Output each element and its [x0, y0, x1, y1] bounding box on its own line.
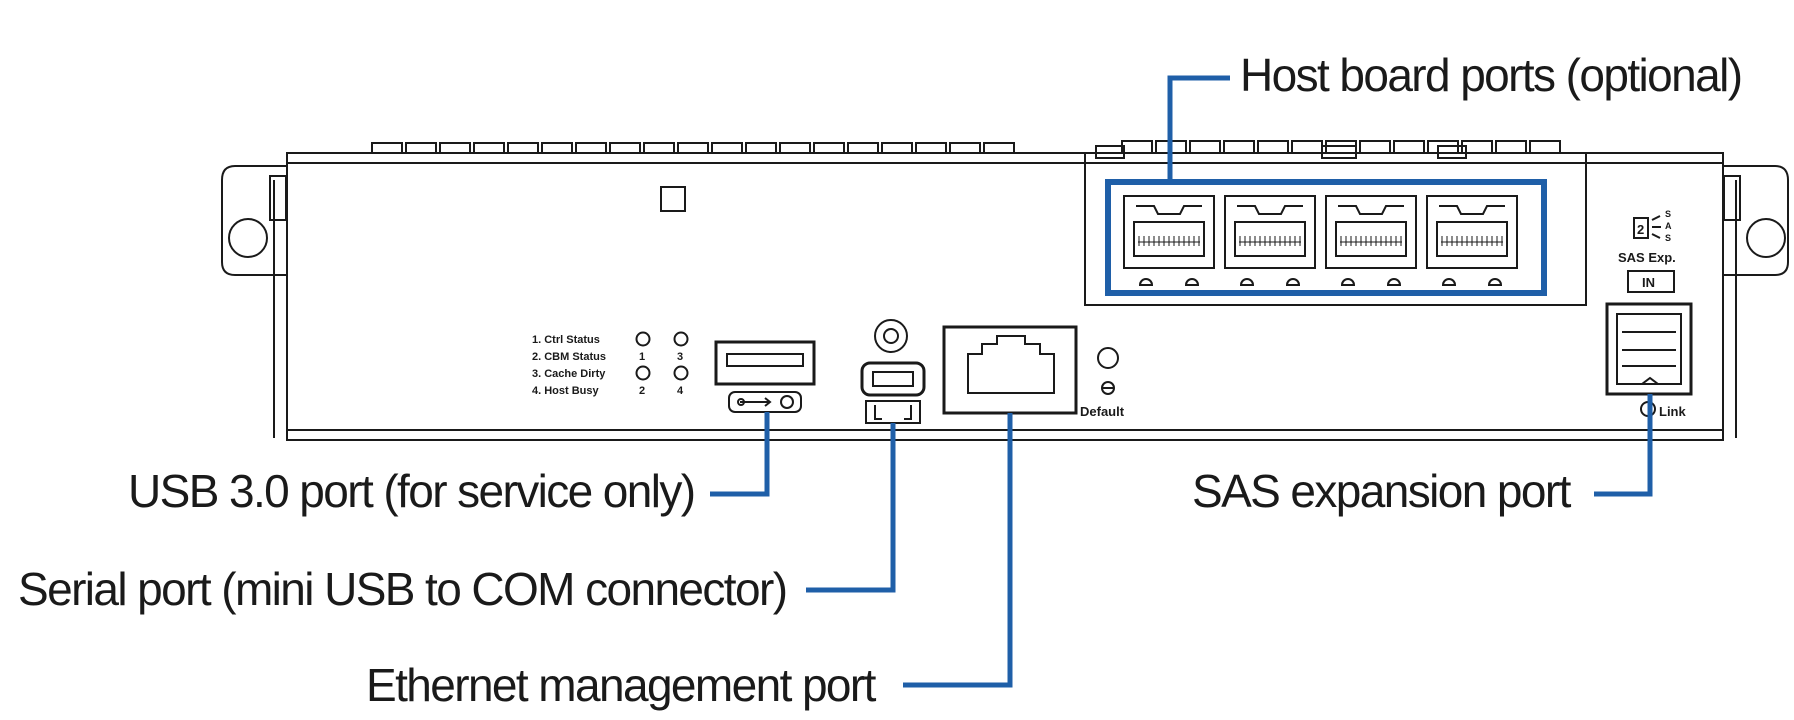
led-1: [635, 331, 651, 347]
led-label-2: 2. CBM Status: [532, 351, 606, 363]
vent-tab: [609, 142, 641, 154]
host-port[interactable]: [1325, 195, 1417, 286]
vent-tab: [405, 142, 437, 154]
locator-square: [660, 186, 686, 212]
usb-icon: [737, 395, 794, 409]
leader-ethernet: [903, 413, 1013, 688]
callout-sas-port: SAS expansion port: [1192, 465, 1571, 517]
sas-letter-3: S: [1665, 233, 1671, 243]
sas-icon: [1633, 217, 1649, 239]
vent-tab: [881, 142, 913, 154]
in-label-box: [1627, 270, 1675, 293]
sas-icon-digit: 2: [1637, 222, 1644, 237]
led-2: [635, 365, 651, 381]
vent-tab: [1291, 140, 1323, 154]
callout-host-board-ports: Host board ports (optional): [1240, 49, 1743, 101]
sas-letter-1: S: [1665, 209, 1671, 219]
callout-serial-port: Serial port (mini USB to COM connector): [18, 563, 788, 615]
leader-sas: [1594, 394, 1653, 497]
vent-tab: [677, 142, 709, 154]
leader-usb: [710, 412, 770, 497]
sas-expansion-area: 2 S A S SAS Exp. IN: [1618, 209, 1676, 293]
sas-port[interactable]: [1605, 302, 1693, 396]
callout-ethernet-port: Ethernet management port: [366, 659, 876, 711]
default-button[interactable]: [1097, 347, 1119, 395]
sas-exp-label: SAS Exp.: [1618, 250, 1676, 265]
led-4: [673, 365, 689, 381]
vent-tab: [983, 142, 1015, 154]
leader-host-board: [1167, 75, 1230, 182]
led-number-2: 2: [639, 385, 645, 397]
vent-tab: [541, 142, 573, 154]
vent-tab: [847, 142, 879, 154]
led-3: [673, 331, 689, 347]
vent-tab: [915, 142, 947, 154]
vent-tab: [1121, 140, 1153, 154]
host-board-bay: [1084, 145, 1587, 306]
vent-tab: [1359, 140, 1391, 154]
vent-tab: [745, 142, 777, 154]
vent-tab: [371, 142, 403, 154]
host-port[interactable]: [1123, 195, 1215, 286]
vent-tab: [1529, 140, 1561, 154]
link-label: Link: [1659, 404, 1686, 419]
led-number-3: 3: [677, 351, 683, 363]
vent-tab: [813, 142, 845, 154]
top-vent-tabs: [371, 140, 1561, 154]
host-port[interactable]: [1224, 195, 1316, 286]
ethernet-port[interactable]: [942, 325, 1078, 415]
vent-tab: [439, 142, 471, 154]
host-port[interactable]: [1426, 195, 1518, 286]
callout-usb-port: USB 3.0 port (for service only): [128, 465, 696, 517]
vent-tab: [1495, 140, 1527, 154]
led-number-4: 4: [677, 385, 684, 397]
vent-tab: [949, 142, 981, 154]
led-panel: 1. Ctrl Status 2. CBM Status 3. Cache Di…: [532, 331, 689, 397]
serial-icon: [874, 405, 912, 420]
led-number-1: 1: [639, 351, 645, 363]
vent-tab: [1189, 140, 1221, 154]
default-label: Default: [1080, 404, 1125, 419]
vent-tab: [507, 142, 539, 154]
vent-tab: [575, 142, 607, 154]
leader-serial: [806, 423, 896, 593]
chassis-body: [273, 152, 1737, 441]
host-board-highlight: [1105, 179, 1547, 296]
in-label: IN: [1642, 275, 1655, 290]
led-label-4: 4. Host Busy: [532, 385, 600, 397]
led-label-3: 3. Cache Dirty: [532, 368, 606, 380]
left-mounting-ear: [221, 165, 287, 276]
vent-tab: [711, 142, 743, 154]
vent-tab: [1393, 140, 1425, 154]
vent-tab: [473, 142, 505, 154]
host-board-ports: [1123, 195, 1518, 286]
vent-tab: [1223, 140, 1255, 154]
sas-letter-2: A: [1665, 221, 1672, 231]
vent-tab: [1257, 140, 1289, 154]
vent-tab: [779, 142, 811, 154]
leader-lines: [710, 75, 1653, 688]
right-mounting-ear: [1722, 165, 1789, 276]
vent-tab: [643, 142, 675, 154]
led-label-1: 1. Ctrl Status: [532, 334, 600, 346]
serial-port[interactable]: [860, 319, 926, 424]
